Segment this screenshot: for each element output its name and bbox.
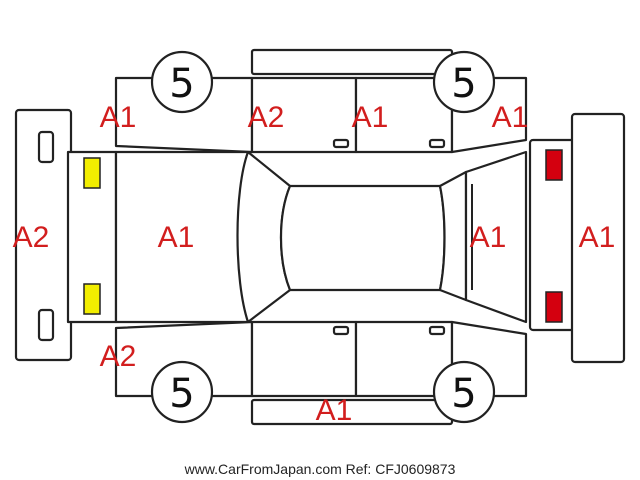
top-front-door-handle (332, 138, 350, 149)
code-left-rear-door: A1 (352, 101, 389, 134)
code-right-side-sill: A1 (316, 394, 353, 427)
bottom-rear-door-handle (428, 325, 446, 336)
wheel-front-left (150, 50, 214, 114)
wheel-rear-left (150, 360, 214, 424)
bottom-front-door-handle (332, 325, 350, 336)
taillight-marker-top (545, 149, 563, 181)
rear-bumper-panel (570, 112, 626, 364)
headlight-marker-bottom (83, 283, 101, 315)
top-front-door-panel (250, 76, 358, 154)
tire-value-front-left: 5 (169, 61, 194, 107)
tire-value-rear-right: 5 (451, 371, 476, 417)
code-rear-hatch: A1 (470, 221, 507, 254)
rear-hatch-panel (464, 150, 528, 324)
headlight-marker-top (83, 157, 101, 189)
code-left-front-fender: A1 (100, 101, 137, 134)
roof-panel (279, 184, 446, 292)
tire-value-front-right: 5 (451, 61, 476, 107)
code-rear-bumper: A1 (579, 221, 616, 254)
tire-value-rear-left: 5 (169, 371, 194, 417)
wheel-front-right (432, 50, 496, 114)
top-side-sill-panel (250, 48, 454, 76)
code-left-front-door: A2 (248, 101, 285, 134)
taillight-marker-bottom (545, 291, 563, 323)
front-bumper-slot-bottom (37, 308, 55, 342)
code-front-bumper: A2 (13, 221, 50, 254)
front-bumper-slot-top (37, 130, 55, 164)
rear-window-panel (438, 170, 468, 302)
code-hood: A1 (158, 221, 195, 254)
top-rear-door-handle (428, 138, 446, 149)
code-right-front-fender: A2 (100, 340, 137, 373)
code-left-rear-quarter: A1 (492, 101, 529, 134)
wheel-rear-right (432, 360, 496, 424)
footer-reference: www.CarFromJapan.com Ref: CFJ0609873 (184, 461, 456, 477)
